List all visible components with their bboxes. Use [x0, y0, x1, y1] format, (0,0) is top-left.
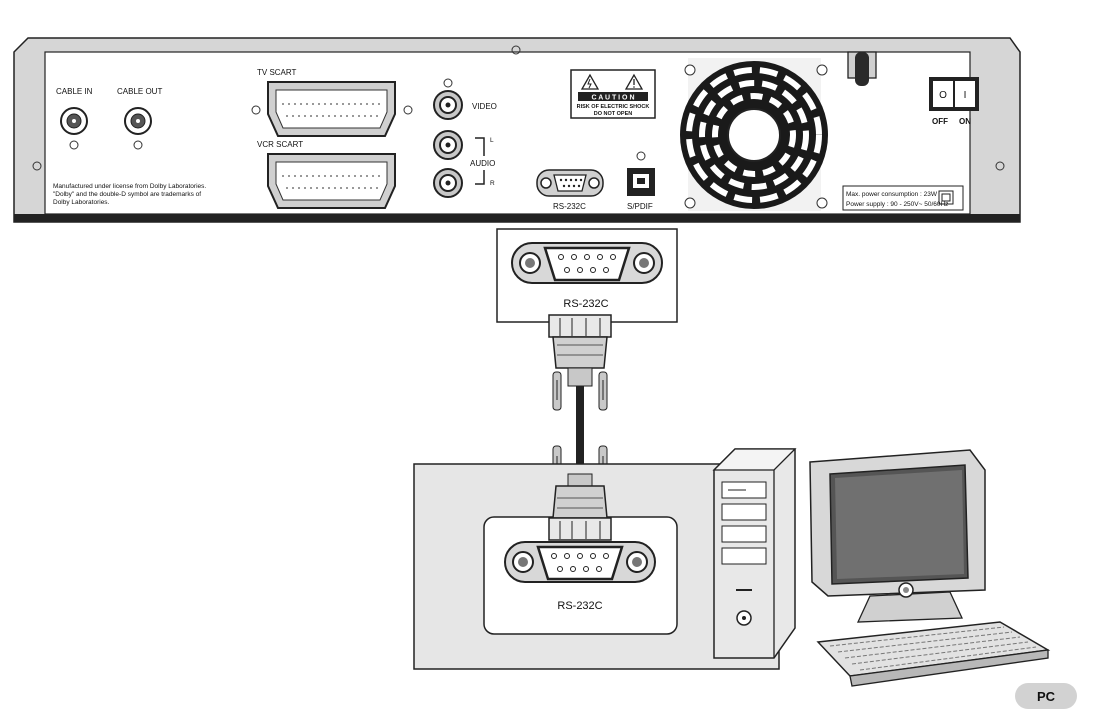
pc-keyboard — [816, 621, 1051, 687]
power-cord-inlet — [847, 51, 877, 86]
cable-in-label: CABLE IN — [56, 87, 93, 96]
video-label: VIDEO — [472, 102, 497, 111]
caution-title: C A U T I O N — [591, 95, 634, 102]
cooling-fan — [680, 58, 828, 211]
video-jack — [433, 90, 463, 120]
caution-line1: RISK OF ELECTRIC SHOCK — [577, 104, 650, 110]
caution-line2: DO NOT OPEN — [594, 111, 633, 117]
switch-off-symbol: O — [939, 90, 947, 101]
audio-r-jack — [433, 168, 463, 198]
on-label: ON — [959, 117, 971, 126]
tv-scart-connector — [267, 81, 396, 137]
off-label: OFF — [932, 117, 948, 126]
audio-bracket-bottom — [475, 170, 485, 185]
pc-badge: PC — [1015, 683, 1077, 709]
device-rs232c-label: RS-232C — [553, 202, 586, 211]
power-switch: O I — [929, 77, 979, 111]
spdif-label: S/PDIF — [627, 202, 653, 211]
power-line1: Max. power consumption : 23W — [846, 191, 938, 198]
pc-badge-label: PC — [1037, 689, 1056, 704]
device-rs232c-port — [536, 169, 604, 197]
dolby-notice-line3: Dolby Laboratories. — [53, 199, 110, 206]
dolby-notice-line2: "Dolby" and the double-D symbol are trad… — [53, 191, 201, 198]
cable-out-connector — [124, 107, 152, 150]
serial-cable — [548, 314, 612, 485]
caution-label: C A U T I O N RISK OF ELECTRIC SHOCK DO … — [570, 69, 656, 119]
cable-in-connector — [60, 107, 88, 150]
upper-rs232c-label: RS-232C — [563, 298, 608, 310]
audio-l-label: L — [490, 137, 494, 144]
vcr-scart-connector — [267, 153, 396, 209]
tv-scart-label: TV SCART — [257, 68, 297, 77]
lower-rs232c-port — [504, 541, 656, 583]
audio-r-label: R — [490, 180, 495, 187]
audio-bracket-top — [475, 137, 485, 156]
spdif-port — [627, 168, 655, 196]
vcr-scart-label: VCR SCART — [257, 140, 303, 149]
switch-on-symbol: I — [964, 90, 967, 101]
serial-cable-bottom-plug — [548, 473, 612, 541]
audio-label: AUDIO — [470, 159, 495, 168]
audio-l-jack — [433, 130, 463, 160]
power-line2: Power supply : 90 - 250V~ 50/60Hz — [846, 201, 948, 208]
pc-tower — [712, 448, 797, 659]
pc-monitor — [809, 449, 986, 623]
cable-out-label: CABLE OUT — [117, 87, 162, 96]
lower-rs232c-label: RS-232C — [557, 600, 602, 612]
power-rating-label — [842, 185, 964, 211]
upper-rs232c-callout — [496, 228, 678, 323]
dolby-notice-line1: Manufactured under license from Dolby La… — [53, 183, 206, 190]
